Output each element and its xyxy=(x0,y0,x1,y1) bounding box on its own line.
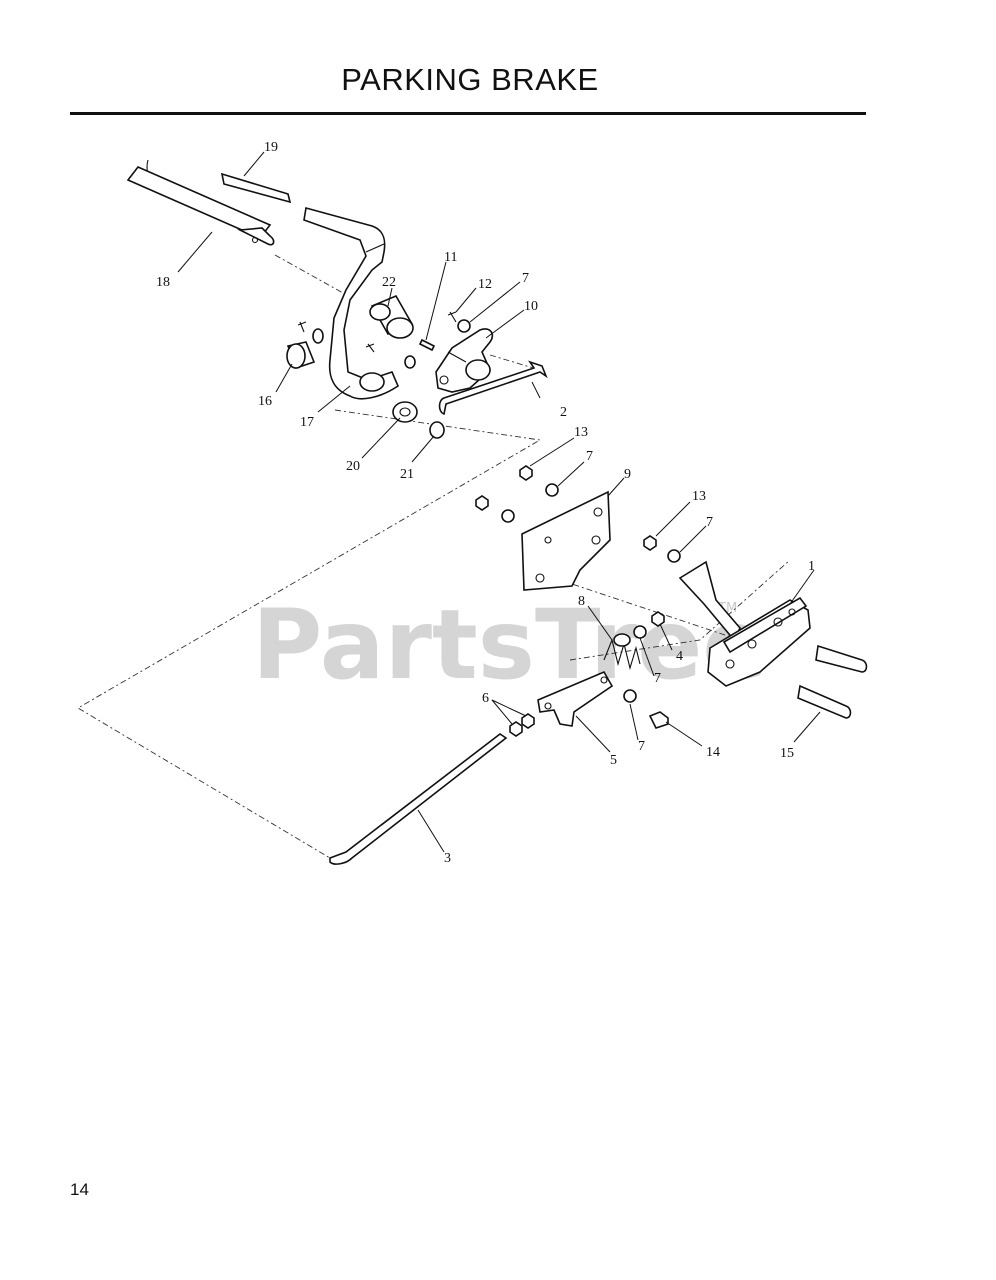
part-9-mounting-plate xyxy=(521,490,611,591)
callout-9: 9 xyxy=(624,467,631,482)
part-20-washer xyxy=(392,401,418,423)
page-title: PARKING BRAKE xyxy=(341,62,599,97)
callout-5: 5 xyxy=(610,753,617,768)
callout-labels: 19 18 22 11 12 7 10 16 17 2 20 21 13 7 9… xyxy=(156,140,815,866)
callout-11: 11 xyxy=(444,250,457,265)
plate-hardware xyxy=(475,495,515,523)
part-21-retaining-ring xyxy=(429,421,445,439)
callout-6: 6 xyxy=(482,691,489,706)
part-18-handle-tube xyxy=(126,159,275,246)
part-8-spring xyxy=(603,633,641,671)
title-rule xyxy=(70,112,866,115)
part-3-long-rod xyxy=(329,733,508,865)
callout-8: 8 xyxy=(578,594,585,609)
callout-19: 19 xyxy=(264,140,278,155)
part-7-washer-right xyxy=(667,549,681,563)
callout-16: 16 xyxy=(258,394,272,409)
callout-21: 21 xyxy=(400,467,414,482)
part-19-grip xyxy=(220,172,292,204)
part-7-washer-upper xyxy=(457,319,471,333)
callout-4: 4 xyxy=(676,649,683,664)
callout-7-right: 7 xyxy=(706,515,713,530)
callout-14: 14 xyxy=(706,745,720,760)
page-number: 14 xyxy=(70,1180,89,1199)
part-4-nut xyxy=(651,611,665,627)
callout-10: 10 xyxy=(524,299,538,314)
callout-7-mid: 7 xyxy=(586,449,593,464)
callout-13-upper: 13 xyxy=(574,425,588,440)
part-5-link-bracket xyxy=(537,670,614,727)
part-13-nut-upper xyxy=(519,465,533,481)
part-1-brake-caliper xyxy=(678,560,868,719)
part-6-nuts xyxy=(509,713,535,737)
part-7-washer-mid xyxy=(545,483,559,497)
part-14-bolt xyxy=(648,711,669,729)
part-2-rod xyxy=(438,360,548,416)
callout-13-right: 13 xyxy=(692,489,706,504)
callout-17: 17 xyxy=(300,415,314,430)
callout-18: 18 xyxy=(156,275,170,290)
callout-1: 1 xyxy=(808,559,815,574)
part-7-washer-spring xyxy=(633,625,647,639)
callout-20: 20 xyxy=(346,459,360,474)
callout-22: 22 xyxy=(382,275,396,290)
part-16-bushing xyxy=(286,341,316,370)
callout-15: 15 xyxy=(780,746,794,761)
callout-3: 3 xyxy=(444,851,451,866)
callout-12: 12 xyxy=(478,277,492,292)
part-22-bushing xyxy=(369,294,414,339)
callout-7-lower: 7 xyxy=(638,739,645,754)
part-17-brake-lever xyxy=(303,206,399,400)
part-10-pivot-bracket xyxy=(435,328,494,393)
callout-7-top: 7 xyxy=(522,271,529,286)
part-12-clip xyxy=(447,311,457,323)
callout-2: 2 xyxy=(560,405,567,420)
leader-lines xyxy=(177,151,821,853)
part-11-pin xyxy=(418,338,436,352)
callout-7-spring: 7 xyxy=(654,671,661,686)
watermark: PartsTree xyxy=(252,589,767,701)
part-7-washer-lower xyxy=(623,689,637,703)
part-13-nut-right xyxy=(643,535,657,551)
lever-small-hardware xyxy=(297,321,416,369)
